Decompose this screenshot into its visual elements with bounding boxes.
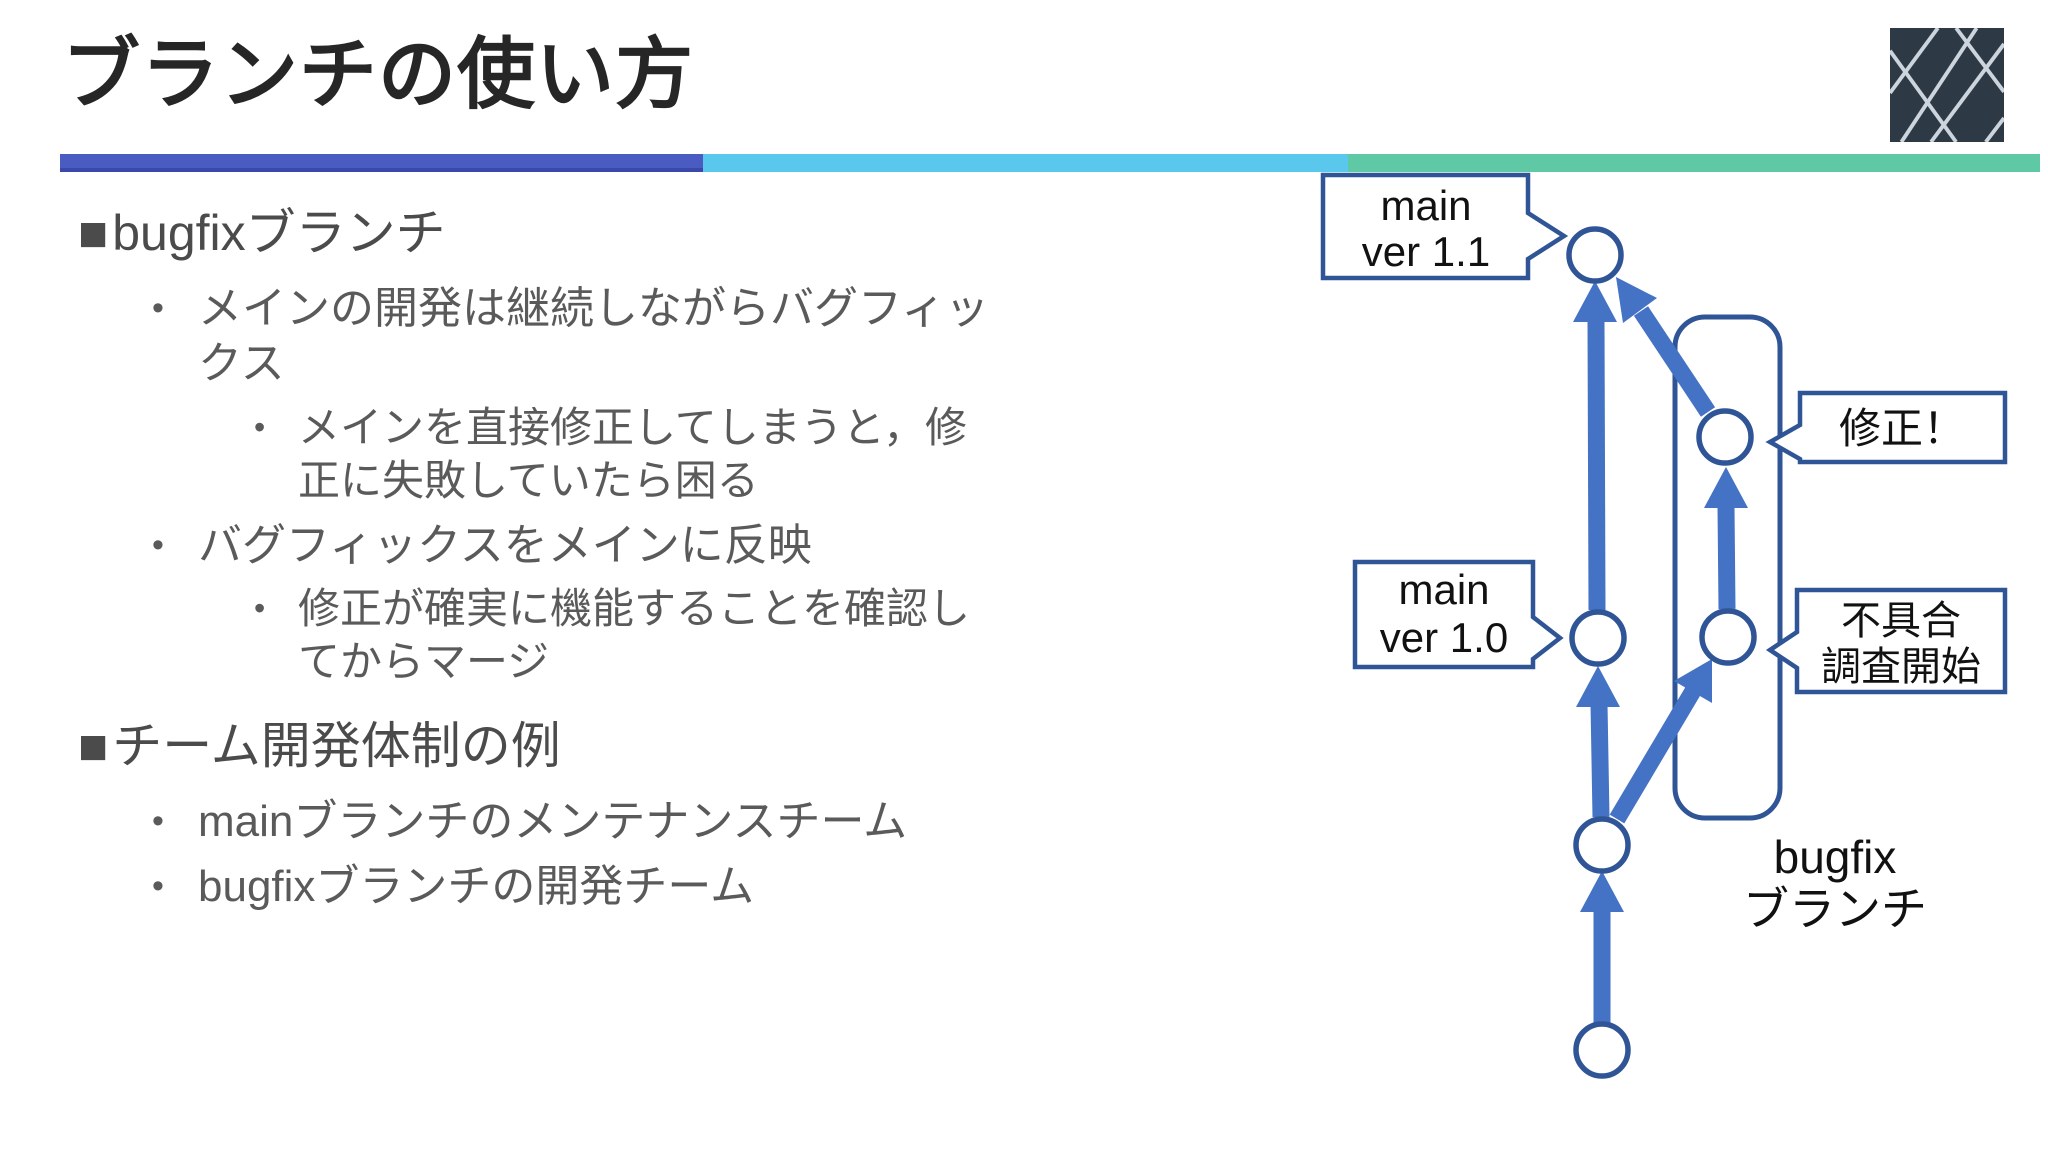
section-heading: ■ チーム開発体制の例 bbox=[78, 715, 1098, 778]
arrowhead-icon bbox=[1616, 277, 1657, 323]
arrow-branchpoint-to-investigation bbox=[1609, 686, 1701, 824]
callout-investigation-line2: 調査開始 bbox=[1821, 645, 1981, 689]
square-bullet-icon: ■ bbox=[78, 205, 109, 261]
dot-bullet-icon: • bbox=[152, 525, 164, 564]
page-title: ブランチの使い方 bbox=[62, 30, 695, 118]
callout-main-ver10-line1: main bbox=[1398, 566, 1489, 613]
commit-node-main-ver11 bbox=[1566, 226, 1624, 284]
list-item: • バグフィックスをメインに反映 bbox=[78, 518, 1098, 573]
bugfix-branch-label-line2: ブランチ bbox=[1743, 883, 1927, 935]
arrowhead-icon bbox=[1576, 666, 1620, 707]
square-bullet-icon: ■ bbox=[78, 717, 109, 774]
divider-segment-green bbox=[1348, 154, 2040, 172]
dot-bullet-icon: • bbox=[152, 801, 164, 840]
callout-fix-label: 修正！ bbox=[1839, 405, 1965, 452]
list-item: • メインを直接修正してしまうと，修正に失敗していたら困る bbox=[254, 403, 968, 504]
commit-node-main-ver10 bbox=[1569, 609, 1627, 667]
bugfix-branch-label-line1: bugfix bbox=[1774, 831, 1897, 883]
section-heading: ■ bugfixブランチ bbox=[78, 202, 1098, 265]
callout-main-ver10 bbox=[1352, 559, 1564, 670]
callout-fix bbox=[1765, 390, 2008, 465]
dot-bullet-icon: • bbox=[152, 289, 164, 327]
callout-main-ver11-line1: main bbox=[1380, 182, 1471, 229]
list-item: • bugfixブランチの開発チーム bbox=[78, 859, 1098, 914]
arrow-ver10-to-ver11 bbox=[1587, 321, 1606, 611]
callout-main-ver11-line2: ver 1.1 bbox=[1362, 228, 1490, 275]
dot-bullet-icon: • bbox=[254, 408, 266, 445]
commit-node-branch-point bbox=[1573, 816, 1631, 874]
arrowhead-icon bbox=[1573, 281, 1617, 322]
callout-main-ver10-line2: ver 1.0 bbox=[1380, 614, 1508, 661]
divider-segment-blue bbox=[60, 154, 703, 172]
git-branch-diagram: main ver 1.1 main ver 1.0 修正！ 不具合 調査開始 b… bbox=[1320, 172, 2008, 1079]
commit-node-investigation bbox=[1699, 608, 1757, 666]
lattice-logo bbox=[1890, 28, 2004, 142]
list-item: • 修正が確実に機能することを確認してからマージ bbox=[254, 585, 971, 686]
callout-investigation bbox=[1765, 587, 2008, 695]
arrow-investigation-to-fix bbox=[1717, 506, 1736, 610]
arrowhead-icon bbox=[1580, 871, 1624, 912]
divider-segment-cyan bbox=[703, 154, 1348, 172]
list-item: • メインの開発は継続しながらバグフィックス bbox=[78, 281, 1098, 392]
arrow-fix-merge-to-ver11 bbox=[1633, 306, 1716, 417]
arrowhead-icon bbox=[1704, 467, 1748, 508]
callout-main-ver11 bbox=[1320, 172, 1569, 281]
title-divider-bar bbox=[60, 154, 2040, 172]
dot-bullet-icon: • bbox=[152, 867, 164, 906]
list-item: • mainブランチのメンテナンスチーム bbox=[78, 794, 1098, 849]
bullet-list: ■ bugfixブランチ • メインの開発は継続しながらバグフィックス • メイ… bbox=[78, 202, 1098, 925]
arrowhead-icon bbox=[1674, 659, 1712, 703]
logo-lattice-lines bbox=[1890, 28, 2004, 142]
arrow-branchpoint-to-ver10 bbox=[1590, 703, 1610, 818]
commit-node-fix bbox=[1696, 408, 1754, 466]
dot-bullet-icon: • bbox=[254, 590, 266, 627]
callout-investigation-line1: 不具合 bbox=[1841, 599, 1961, 643]
bugfix-branch-container bbox=[1672, 314, 1783, 821]
commit-node-initial bbox=[1573, 1021, 1631, 1079]
